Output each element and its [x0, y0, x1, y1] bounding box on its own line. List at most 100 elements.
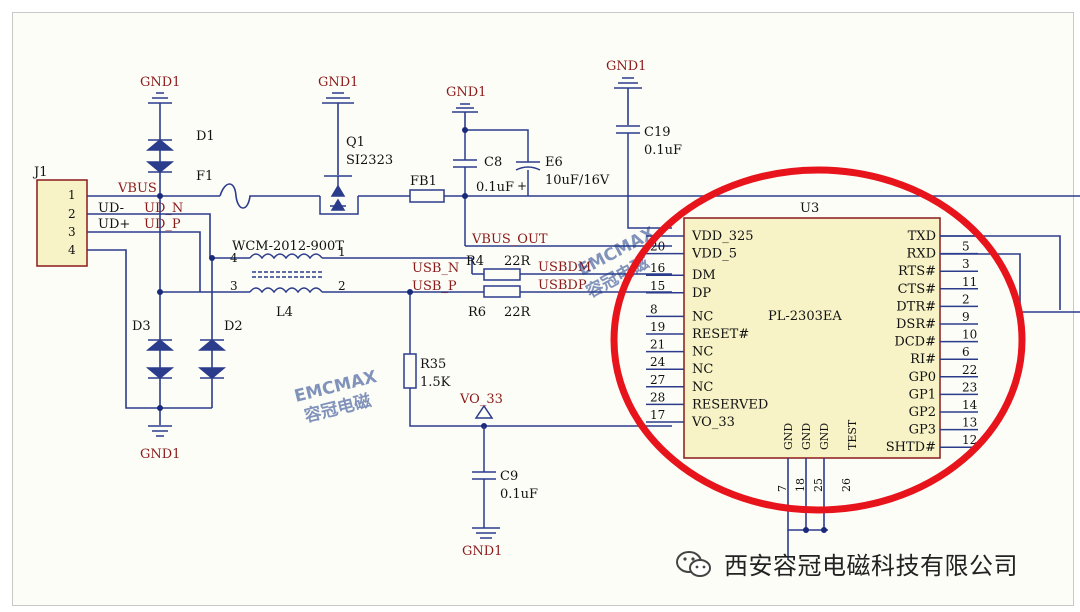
- ferrite-fb1: [409, 189, 445, 203]
- q1-ref: Q1: [346, 135, 365, 150]
- ic-left-pin-name: NC: [692, 380, 713, 395]
- resistor-r35: [403, 292, 672, 427]
- fuse-f1: [219, 183, 320, 209]
- diode-d3: [145, 339, 175, 379]
- ic-left-pin-number: 24: [650, 355, 666, 369]
- cap-c9: [472, 426, 496, 528]
- ic-right-pin-number: 14: [962, 398, 978, 412]
- gnd-label-3: GND1: [446, 85, 486, 100]
- ic-right-pin-number: 9: [962, 310, 970, 324]
- ic-left-pin-name: NC: [692, 362, 713, 377]
- gnd-symbols: [148, 77, 642, 539]
- r4-ref: R4: [466, 254, 484, 269]
- net-ud-p: UD_P: [144, 217, 181, 232]
- ic-right-pin-number: 11: [962, 275, 977, 289]
- ic-right-pin-number: 2: [962, 292, 970, 306]
- footer-company-name: 西安容冠电磁科技有限公司: [724, 552, 1018, 580]
- ic-right-pin-number: 22: [962, 363, 977, 377]
- net-usbdp: USBDP: [538, 278, 587, 293]
- r35-value: 1.5K: [420, 375, 451, 390]
- e6-ref: E6: [545, 155, 563, 170]
- ic-left-pin-name: NC: [692, 309, 713, 324]
- net-usb-p: USB_P: [412, 279, 457, 294]
- l4-ref: L4: [276, 305, 293, 320]
- ic-gnd-wires: [787, 458, 828, 531]
- ic-ref: U3: [800, 201, 819, 216]
- ic-right-pin-number: 5: [962, 240, 970, 254]
- ic-left-pin-name: DP: [692, 286, 711, 301]
- j1-pin-1: 1: [68, 188, 76, 202]
- junctions-cap: [462, 127, 468, 199]
- ic-right-pin-name: DSR#: [896, 317, 936, 332]
- ic-bottom-pin-name: TEST: [846, 419, 859, 450]
- j1-pin-4: 4: [68, 243, 76, 257]
- ic-left-pin-number: 28: [650, 390, 665, 404]
- ic-bottom-pin-number: 18: [794, 478, 807, 492]
- d3-ref: D3: [132, 319, 151, 334]
- ic-bottom-pin-name: GND: [800, 423, 813, 450]
- ic-left-pin-name: NC: [692, 345, 713, 360]
- l4-pin-2: 2: [338, 279, 346, 293]
- e6-value: 10uF/16V: [545, 173, 610, 188]
- l4-pin-4: 4: [230, 251, 238, 265]
- gnd-label-2: GND1: [318, 75, 358, 90]
- net-vo-33: VO_33: [459, 392, 503, 407]
- resistor-r4: [483, 268, 521, 281]
- cap-c19: [616, 125, 672, 229]
- c19-ref: C19: [644, 125, 671, 140]
- ic-right-pins: TXD5RXD3RTS#11CTS#2DTR#9DSR#10DCD#6RI#22…: [886, 229, 978, 455]
- cap-c8: [453, 130, 477, 246]
- ic-name: PL-2303EA: [768, 309, 842, 324]
- c9-value: 0.1uF: [500, 487, 538, 502]
- ic-bottom-pin-name: GND: [818, 423, 831, 450]
- ic-right-pin-number: 6: [962, 345, 970, 359]
- junctions-left: [157, 193, 215, 411]
- e6-plus: +: [517, 179, 527, 193]
- ic-right-pin-name: CTS#: [898, 282, 936, 297]
- ic-right-pin-name: GP3: [909, 423, 936, 438]
- ic-bottom-pin-name: GND: [782, 423, 795, 450]
- choke-l4: [249, 253, 472, 294]
- ic-left-pin-number: 15: [650, 279, 665, 293]
- ic-left-pin-number: 17: [650, 408, 665, 422]
- gnd-label-5: GND1: [140, 447, 180, 462]
- l4-pin-3: 3: [230, 279, 238, 293]
- ic-left-pin-number: 21: [650, 338, 665, 352]
- j1-pin-2: 2: [68, 207, 76, 221]
- wechat-icon: [676, 550, 711, 577]
- cap-e6: [465, 129, 541, 196]
- ic-right-pin-name: RTS#: [898, 264, 936, 279]
- ic-left-pin-number: 8: [650, 302, 658, 316]
- ic-right-pin-name: SHTD#: [886, 440, 936, 455]
- r6-ref: R6: [468, 305, 486, 320]
- c9-ref: C9: [500, 469, 518, 484]
- r35-ref: R35: [420, 357, 446, 372]
- footer-brand: 西安容冠电磁科技有限公司: [674, 546, 1018, 581]
- d1-ref: D1: [196, 129, 215, 144]
- ic-right-pin-number: 13: [962, 416, 977, 430]
- l4-value: WCM-2012-900T: [232, 239, 344, 254]
- f1-ref: F1: [196, 169, 213, 184]
- net-ud-plus: UD+: [98, 217, 130, 232]
- net-vbus-out: VBUS_OUT: [471, 232, 548, 247]
- usb-wires: [471, 258, 672, 293]
- junction-r35: [407, 289, 413, 295]
- ic-left-pin-name: RESERVED: [692, 397, 768, 412]
- ic-right-pin-number: 23: [962, 380, 977, 394]
- c19-value: 0.1uF: [644, 143, 682, 158]
- gnd-label-1: GND1: [140, 75, 180, 90]
- ic-right-pin-number: 10: [962, 328, 977, 342]
- ic-right-pin-name: GP2: [909, 405, 936, 420]
- ic-left-pin-number: 16: [650, 261, 665, 275]
- diode-d2: [197, 339, 227, 379]
- mosfet-q1: [319, 175, 410, 215]
- ic-right-pin-name: GP0: [909, 370, 936, 385]
- ic-left-pin-name: VDD_5: [691, 247, 737, 262]
- ic-left-pin-number: 27: [650, 373, 665, 387]
- ic-right-pin-number: 12: [962, 433, 977, 447]
- net-usbdm: USBDM: [538, 260, 591, 275]
- ic-left-pin-number: 19: [650, 320, 665, 334]
